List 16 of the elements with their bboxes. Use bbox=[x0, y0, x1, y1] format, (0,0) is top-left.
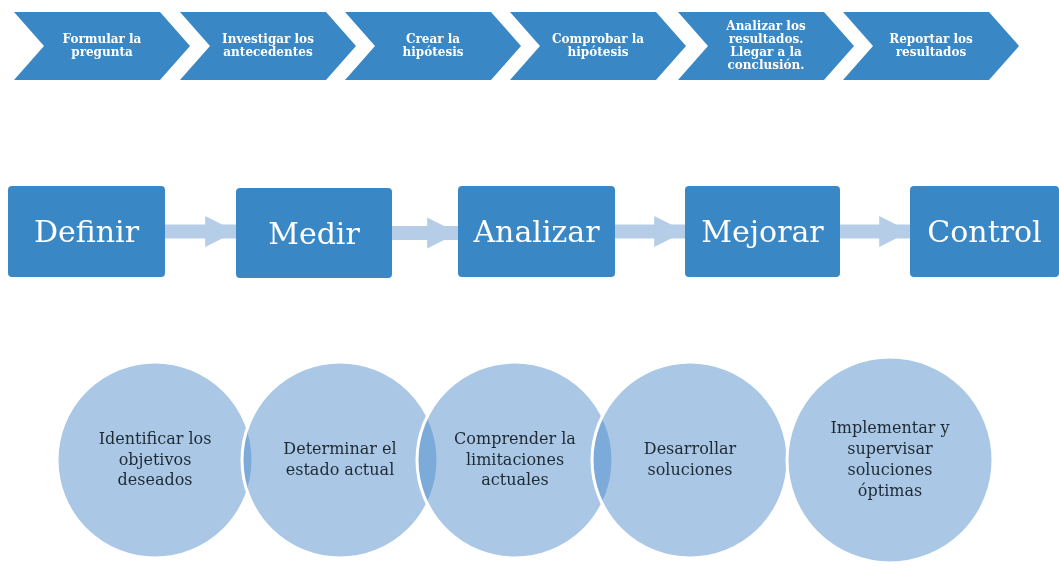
arrow bbox=[615, 216, 685, 247]
chevron-step: Investigar los antecedentes bbox=[180, 12, 356, 80]
process-box: Analizar bbox=[458, 186, 615, 277]
chevron-step: Formular la pregunta bbox=[14, 12, 190, 80]
process-box: Definir bbox=[8, 186, 165, 277]
arrow bbox=[392, 217, 458, 249]
circle-step: Implementar y supervisar soluciones óptimas bbox=[785, 355, 995, 565]
process-box: Mejorar bbox=[685, 186, 840, 277]
arrow bbox=[165, 216, 236, 247]
chevron-step: Analizar los resultados. Llegar a la conclusión. bbox=[678, 12, 854, 80]
chevron-step: Comprobar la hipótesis bbox=[510, 12, 686, 80]
process-box: Control bbox=[910, 186, 1059, 277]
arrow bbox=[840, 216, 910, 247]
chevron-step: Crear la hipótesis bbox=[345, 12, 521, 80]
chevron-step: Reportar los resultados bbox=[843, 12, 1019, 80]
process-box: Medir bbox=[236, 188, 392, 278]
